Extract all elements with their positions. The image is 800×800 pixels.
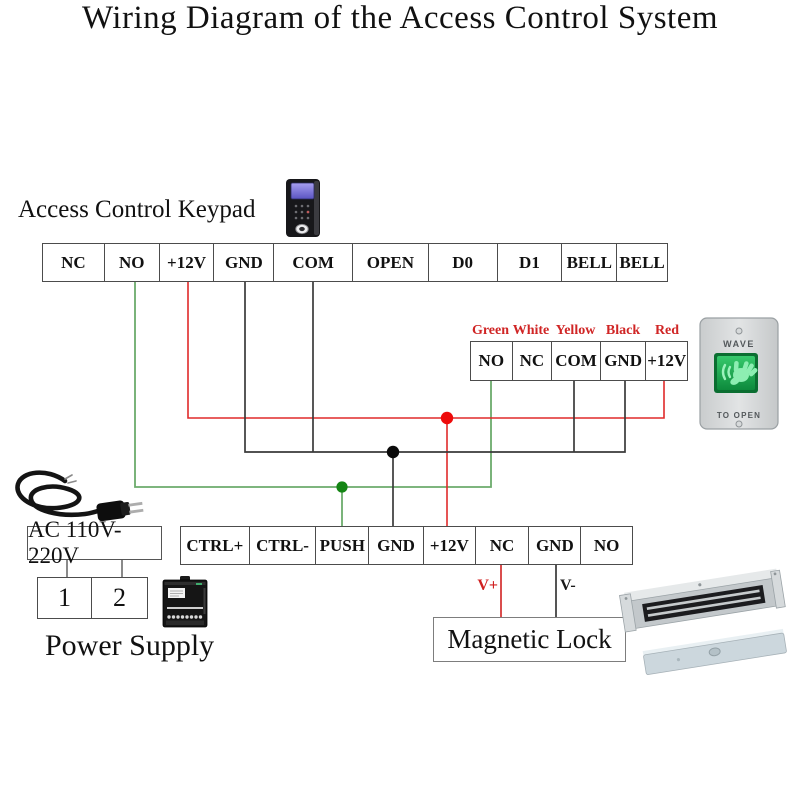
junction-dot-green (336, 481, 348, 493)
magnetic-lock-icon (619, 568, 787, 675)
to-open-label: TO OPEN (717, 411, 761, 420)
reader-terminal-strip: NO NC COM GND +12V (470, 341, 688, 381)
power-links (66, 560, 123, 578)
wire-color-black: Black (605, 323, 641, 338)
power-cord-icon (15, 470, 144, 522)
magnetic-lock-label: Magnetic Lock (447, 624, 612, 654)
reader-terminal-no: NO (478, 351, 505, 370)
keypad-terminal-gnd: GND (213, 244, 273, 281)
keypad-terminal-d0: D0 (427, 244, 497, 281)
ac-voltage-label: AC 110V-220V (28, 517, 122, 568)
power-terminal-1: 1 (58, 583, 71, 612)
reader-terminal-12v: +12V (645, 342, 687, 380)
controller-terminal-strip: CTRL+ CTRL- PUSH GND +12V NC GND NO (180, 526, 633, 565)
red-wire (187, 282, 665, 527)
keypad-terminal-nc: NC (61, 252, 86, 272)
green-wire (134, 282, 492, 527)
ac-input-box: AC 110V-220V (27, 517, 162, 568)
magnetic-lock-box: Magnetic Lock (433, 617, 626, 662)
controller-terminal-no: NO (580, 527, 632, 564)
controller-terminal-push: PUSH (315, 527, 368, 564)
page-title: Wiring Diagram of the Access Control Sys… (81, 0, 719, 36)
keypad-terminal-strip: NC NO +12V GND COM OPEN D0 D1 BELL BELL (42, 243, 668, 282)
keypad-section-label: Access Control Keypad (18, 196, 256, 223)
keypad-terminal-d1: D1 (496, 244, 562, 281)
controller-terminal-gnd-1: GND (368, 527, 423, 564)
keypad-terminal-bell-2: BELL (616, 244, 667, 281)
wire-color-red: Red (654, 323, 680, 338)
keypad-terminal-12v: +12V (158, 244, 214, 281)
reader-terminal-com: COM (551, 342, 600, 380)
wave-exit-button-icon: WAVE TO OPEN (699, 317, 779, 430)
junction-dot-black (386, 445, 400, 459)
reader-terminal-nc: NC (511, 342, 552, 380)
keypad-terminal-no: NO (103, 244, 159, 281)
controller-terminal-ctrl-plus: CTRL+ (186, 535, 244, 555)
power-terminal-strip: 1 2 (37, 577, 148, 619)
controller-terminal-12v: +12V (422, 527, 475, 564)
v-minus-label: V- (560, 577, 576, 594)
controller-terminal-ctrl-minus: CTRL- (248, 527, 316, 564)
wire-color-green: Green (471, 323, 510, 338)
black-wire (244, 282, 626, 527)
power-terminal-2: 2 (91, 578, 147, 618)
controller-terminal-nc: NC (474, 527, 529, 564)
hand-glyph (730, 361, 758, 385)
wave-label: WAVE (723, 339, 755, 349)
wave-hand-icon (721, 363, 732, 381)
controller-terminal-gnd-2: GND (528, 527, 580, 564)
power-supply-label: Power Supply (45, 629, 215, 662)
wire-color-white: White (512, 323, 550, 338)
wire-color-yellow: Yellow (555, 323, 596, 338)
v-plus-label: V+ (477, 577, 498, 594)
keypad-terminal-com: COM (273, 244, 352, 281)
junction-dot-red (440, 411, 454, 425)
reader-terminal-gnd: GND (599, 342, 646, 380)
keypad-terminal-open: OPEN (352, 244, 428, 281)
reader-wire-color-labels: Green White Yellow Black Red (470, 323, 688, 339)
power-supply-unit-icon (162, 576, 208, 628)
keypad-terminal-bell-1: BELL (561, 244, 616, 281)
keypad-device-icon (286, 179, 320, 237)
